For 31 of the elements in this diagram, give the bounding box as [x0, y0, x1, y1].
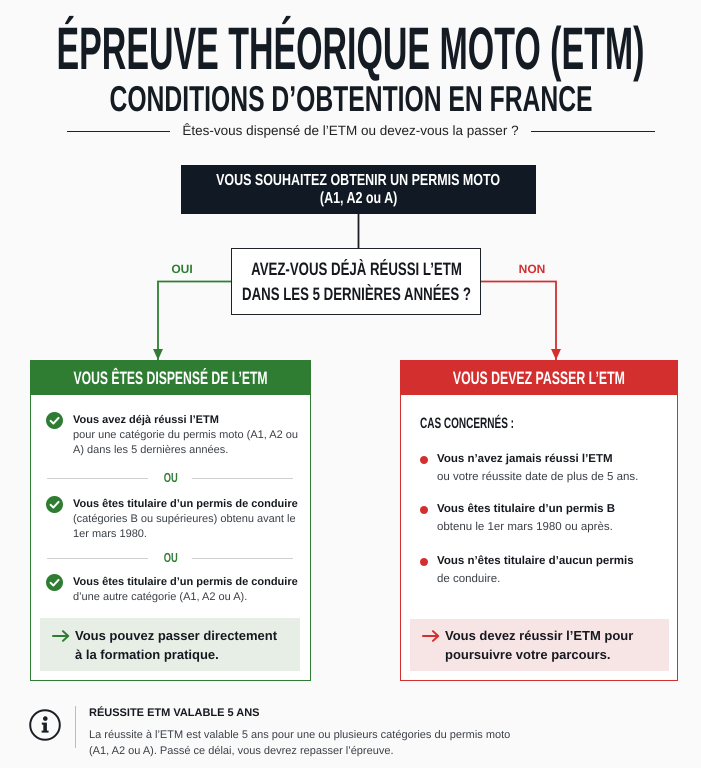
note-heading: RÉUSSITE ETM VALABLE 5 ANS: [89, 705, 260, 721]
condition-text: Vous n’êtes titulaire d’aucun permis de conduire.: [437, 554, 635, 586]
edge-label: OUI: [169, 262, 195, 276]
start-box-text: (A1, A2 ou A): [320, 190, 398, 208]
subtitle: CONDITIONS D’OBTENTION EN FRANCE: [109, 81, 592, 117]
separator-label: OU: [164, 470, 178, 486]
arrow: [481, 280, 561, 360]
note-text: La réussite à l’ETM est valable 5 ans pour une ou plusieurs catégories du permis moto (A1, A2 ou A). Passé ce délai, vous devrez repasser l’épreuve.: [89, 728, 512, 759]
arrow: [153, 280, 231, 360]
result-panel: [400, 360, 678, 681]
result-panel: [30, 360, 311, 681]
outcome-text: Vous devez réussir l’ETM pour poursuivre votre parcours.: [445, 627, 634, 664]
outcome-text: Vous pouvez passer directement à la formation pratique.: [75, 626, 278, 664]
tagline: Êtes-vous dispensé de l’ETM ou devez-vous la passer ?: [182, 122, 519, 140]
decision-box: [231, 248, 481, 315]
condition-text: Vous êtes titulaire d’un permis B obtenu le 1er mars 1980 ou après.: [437, 502, 616, 534]
condition-text: Vous êtes titulaire d’un permis de conduire (catégories B ou supérieures) obtenu avant le 1er mars 1980.: [73, 497, 299, 542]
question-text: AVEZ-VOUS DÉJÀ RÉUSSI L’ETM DANS LES 5 DERNIÈRES ANNÉES ?: [240, 258, 472, 306]
edge-label: NON: [516, 262, 548, 276]
separator-label: OU: [164, 550, 178, 566]
outcome-box: [40, 618, 300, 671]
panel-title: VOUS ÊTES DISPENSÉ DE L’ETM: [74, 367, 268, 389]
condition-text: Vous êtes titulaire d’un permis de conduire d’une autre catégorie (A1, A2 ou A).: [73, 575, 299, 605]
outcome-box: [410, 619, 669, 671]
start-box: [181, 165, 536, 214]
condition-text: Vous n’avez jamais réussi l’ETM ou votre réussite date de plus de 5 ans.: [437, 452, 640, 484]
connector-line: [358, 214, 360, 248]
panel-title: VOUS DEVEZ PASSER L’ETM: [453, 367, 625, 389]
start-box-text: VOUS SOUHAITEZ OBTENIR UN PERMIS MOTO: [216, 172, 501, 190]
section-heading: CAS CONCERNÉS :: [420, 415, 514, 433]
condition-text: Vous avez déjà réussi l’ETM pour une catégorie du permis moto (A1, A2 ou A) dans les 5 dernières années.: [73, 413, 300, 458]
